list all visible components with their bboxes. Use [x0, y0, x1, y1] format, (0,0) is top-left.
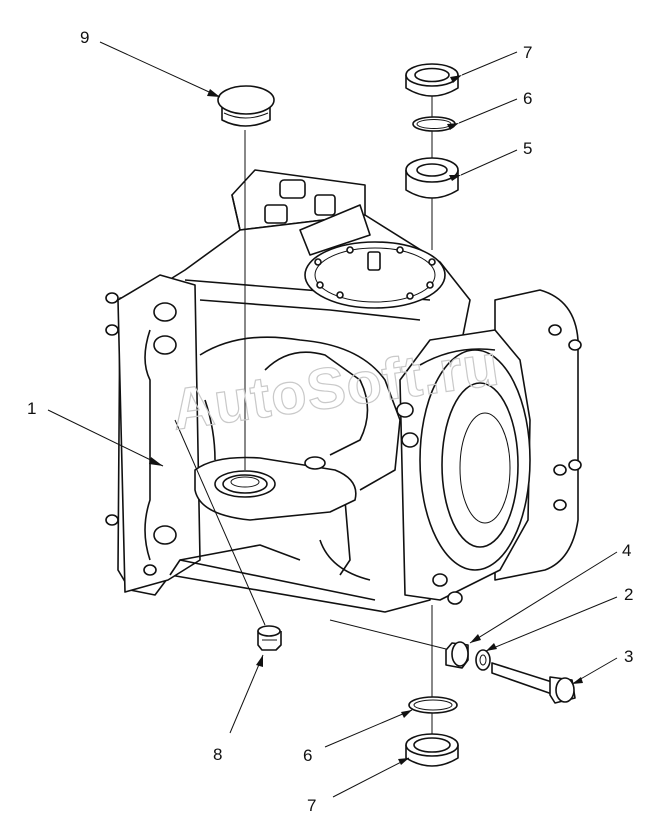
drain-plug-part-8 — [257, 625, 282, 651]
hub-flange — [396, 289, 582, 605]
callout-1: 1 — [27, 399, 36, 418]
bushing-part-7-top — [405, 63, 459, 97]
callout-6-bottom: 6 — [303, 746, 312, 765]
plug-part-9 — [217, 85, 275, 127]
bolt-part-3 — [491, 662, 576, 704]
bearing-part-5 — [405, 157, 459, 199]
callout-4: 4 — [622, 541, 631, 560]
bushing-part-7-bottom — [405, 733, 459, 767]
leader-lines — [47, 41, 618, 798]
spacer-part-4 — [445, 641, 469, 669]
top-cover-plate — [304, 241, 446, 309]
hub-studs — [396, 324, 582, 605]
callout-6-top: 6 — [523, 89, 532, 108]
callout-5: 5 — [523, 139, 532, 158]
callout-7-top: 7 — [523, 43, 532, 62]
callout-8: 8 — [213, 745, 222, 764]
callout-3: 3 — [624, 647, 633, 666]
flange-bolts-left — [105, 292, 177, 576]
washer-part-2 — [475, 649, 491, 671]
callout-7-bottom: 7 — [307, 796, 316, 815]
snap-ring-part-6-bottom — [408, 696, 458, 714]
callout-9: 9 — [80, 28, 89, 47]
callout-2: 2 — [624, 585, 633, 604]
